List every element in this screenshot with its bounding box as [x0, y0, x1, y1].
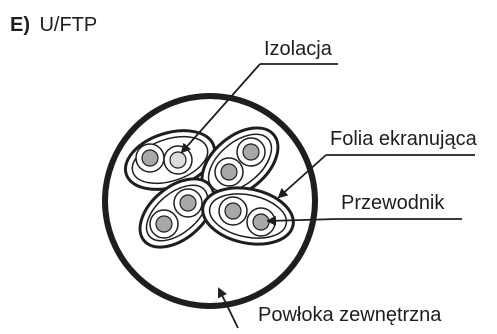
pointer-arrow — [180, 63, 261, 154]
pointer-arrow — [218, 287, 239, 329]
pointer-arrow — [266, 215, 338, 226]
label-insulation: Izolacja — [264, 38, 333, 60]
leader-insulation — [180, 63, 338, 154]
conductor-circle — [155, 215, 173, 233]
label-shielding-foil: Folia ekranująca — [330, 128, 478, 150]
wire-pair-bottom-right — [201, 186, 295, 246]
leader-outer-jacket — [218, 287, 239, 329]
title-prefix: E) — [10, 14, 30, 36]
conductor-circle — [179, 194, 197, 212]
title-name: U/FTP — [39, 14, 97, 36]
wire-pair-bottom-left — [138, 177, 216, 249]
conductor-circle — [242, 143, 260, 161]
figure-title: E) U/FTP — [10, 14, 97, 36]
conductor-circle — [169, 151, 187, 169]
label-conductor: Przewodnik — [341, 192, 445, 214]
conductor-circle — [141, 149, 159, 167]
pointer-arrow — [277, 154, 327, 199]
label-outer-jacket: Powłoka zewnętrzna — [258, 304, 442, 326]
leader-shielding-foil — [277, 154, 475, 199]
leader-conductor — [266, 215, 462, 226]
conductor-circle — [224, 202, 242, 220]
conductor-circle — [220, 163, 238, 181]
wire-pair-top-left — [123, 129, 217, 191]
conductor-circle — [252, 213, 270, 231]
